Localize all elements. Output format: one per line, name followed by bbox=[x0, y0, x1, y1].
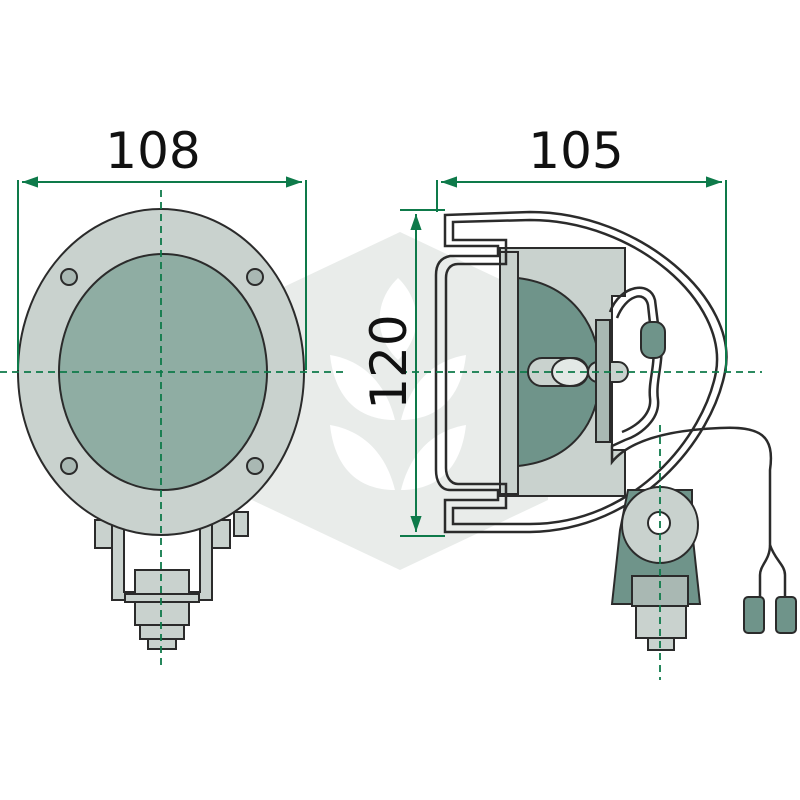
front-bezel bbox=[499, 251, 519, 495]
screw-top-left bbox=[60, 268, 78, 286]
bulb-holder bbox=[595, 319, 611, 443]
dimension-lines bbox=[17, 176, 727, 537]
dimension-label-height: 120 bbox=[360, 314, 418, 409]
cable-plug-left bbox=[743, 596, 765, 634]
dimension-label-depth: 105 bbox=[528, 122, 623, 180]
screw-bottom-right bbox=[246, 457, 264, 475]
wire-clip bbox=[434, 210, 728, 534]
dimension-label-width: 108 bbox=[105, 122, 200, 180]
side-mount bbox=[610, 486, 702, 651]
screw-top-right bbox=[246, 268, 264, 286]
cable-plug-right bbox=[775, 596, 797, 634]
screw-bottom-left bbox=[60, 457, 78, 475]
cable-clip bbox=[640, 321, 666, 359]
center-lines bbox=[0, 190, 762, 680]
